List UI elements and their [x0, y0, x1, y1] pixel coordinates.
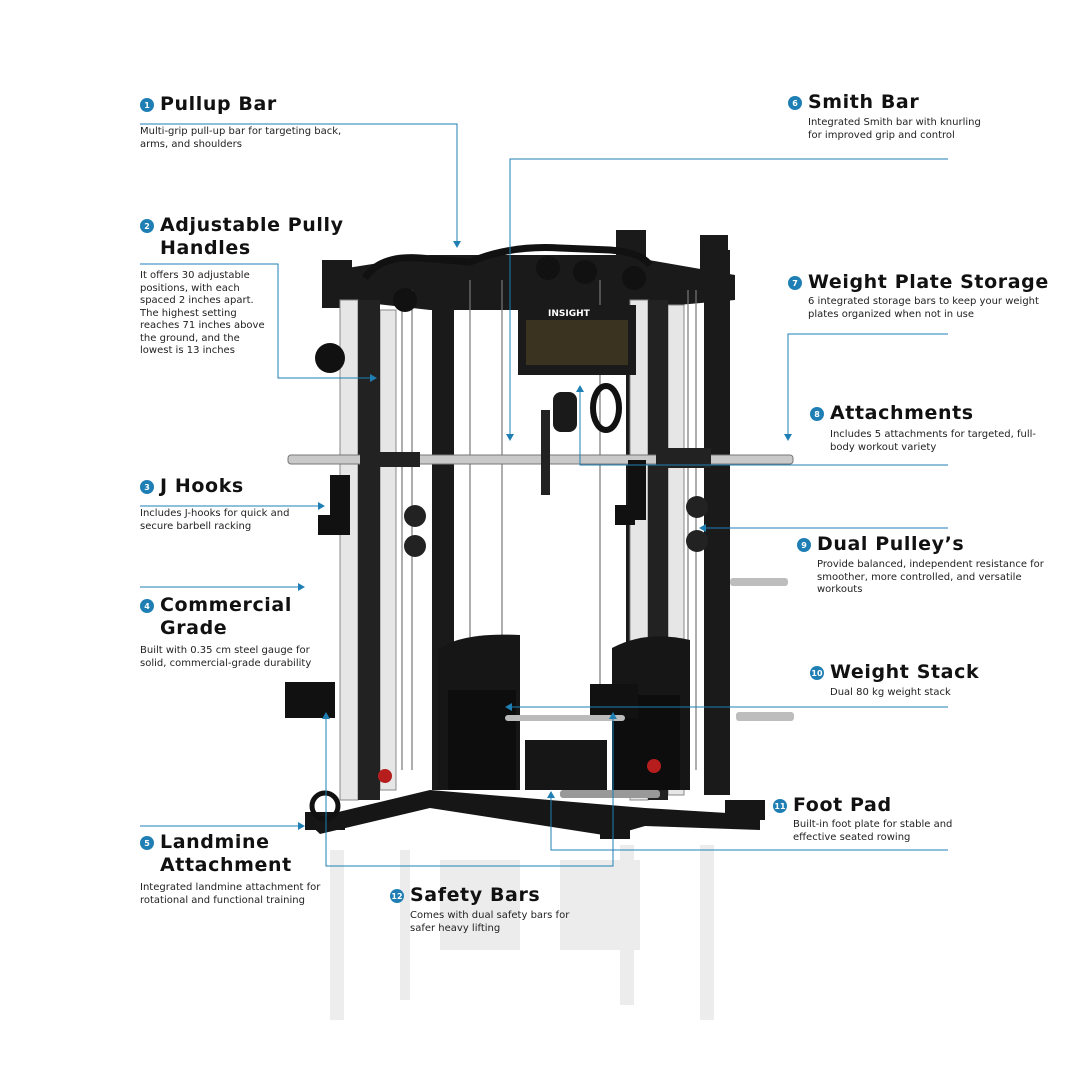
badge-2: 2 — [140, 219, 154, 233]
badge-11: 11 — [773, 799, 787, 813]
desc-attachments: Includes 5 attachments for targeted, ful… — [830, 429, 1037, 453]
callout-safety-bars: 12 Safety Bars Comes with dual safety bar… — [390, 884, 590, 935]
title-pully-handles: Adjustable Pully Handles — [160, 214, 344, 259]
title-commercial-grade: Commercial Grade — [160, 594, 292, 639]
attachment-tray — [518, 305, 636, 495]
desc-dual-pulleys: Provide balanced, independent resistance… — [817, 559, 1044, 595]
badge-3: 3 — [140, 480, 154, 494]
title-j-hooks: J Hooks — [160, 475, 244, 497]
weight-stack-shape — [438, 634, 690, 790]
desc-pully-handles: It offers 30 adjustable positions, with … — [140, 270, 265, 356]
desc-j-hooks: Includes J-hooks for quick and secure ba… — [140, 508, 290, 532]
badge-5: 5 — [140, 836, 154, 850]
callout-j-hooks: 3 J Hooks Includes J-hooks for quick and … — [140, 475, 320, 533]
title-attachments: Attachments — [830, 402, 974, 424]
title-landmine: Landmine Attachment — [160, 831, 292, 876]
desc-pullup-bar: Multi-grip pull-up bar for targeting bac… — [140, 126, 342, 150]
desc-smith-bar: Integrated Smith bar with knurling for i… — [808, 117, 981, 141]
desc-landmine: Integrated landmine attachment for rotat… — [140, 882, 321, 906]
title-dual-pulleys: Dual Pulley’s — [817, 533, 965, 555]
badge-9: 9 — [797, 538, 811, 552]
j-hooks-shape — [318, 460, 646, 535]
badge-10: 10 — [810, 666, 824, 680]
desc-weight-stack: Dual 80 kg weight stack — [830, 687, 951, 698]
badge-4: 4 — [140, 599, 154, 613]
callout-commercial-grade: 4 Commercial Grade Built with 0.35 cm ste… — [140, 594, 330, 670]
title-smith-bar: Smith Bar — [808, 91, 920, 113]
front-left-upright — [339, 299, 397, 801]
callout-pullup-bar: 1 Pullup Bar Multi-grip pull-up bar for t… — [140, 93, 360, 151]
badge-7: 7 — [788, 276, 802, 290]
leader-line-7 — [787, 333, 948, 436]
desc-commercial-grade: Built with 0.35 cm steel gauge for solid… — [140, 645, 312, 669]
badge-8: 8 — [810, 407, 824, 421]
badge-1: 1 — [140, 98, 154, 112]
brand-logo: INSIGHT — [548, 309, 591, 319]
title-pullup-bar: Pullup Bar — [160, 93, 277, 115]
leader-line-6 — [509, 158, 948, 437]
callout-dual-pulleys: 9 Dual Pulley’s Provide balanced, indepen… — [797, 533, 1057, 597]
title-safety-bars: Safety Bars — [410, 884, 541, 906]
badge-6: 6 — [788, 96, 802, 110]
callout-attachments: 8 Attachments Includes 5 attachments for … — [810, 402, 1040, 454]
callout-smith-bar: 6 Smith Bar Integrated Smith bar with knu… — [788, 91, 988, 142]
badge-12: 12 — [390, 889, 404, 903]
leader-line-2 — [140, 263, 372, 379]
callout-foot-pad: 11 Foot Pad Built-in foot plate for stabl… — [773, 794, 973, 844]
title-foot-pad: Foot Pad — [793, 794, 892, 816]
plate-storage-shape — [404, 496, 794, 721]
desc-foot-pad: Built-in foot plate for stable and effec… — [793, 819, 953, 843]
callout-landmine: 5 Landmine Attachment Integrated landmine… — [140, 831, 330, 907]
smith-bar-shape — [287, 448, 794, 468]
pullup-bar-shape — [362, 244, 653, 281]
callout-weight-stack: 10 Weight Stack Dual 80 kg weight stack — [810, 661, 1010, 700]
safety-bars-shape — [285, 682, 638, 721]
callout-plate-storage: 7 Weight Plate Storage 6 integrated stora… — [788, 271, 1058, 321]
leader-line-12 — [325, 717, 614, 867]
desc-safety-bars: Comes with dual safety bars for safer he… — [410, 910, 570, 934]
title-weight-stack: Weight Stack — [830, 661, 980, 683]
title-plate-storage: Weight Plate Storage — [808, 271, 1049, 293]
leader-line-8 — [579, 390, 948, 466]
pulleys — [315, 256, 646, 373]
desc-plate-storage: 6 integrated storage bars to keep your w… — [808, 296, 1039, 320]
floor-reflection — [330, 845, 714, 1020]
landmine-shape — [309, 759, 661, 822]
leader-line-1 — [140, 123, 458, 243]
leader-line-11 — [550, 796, 948, 851]
callout-pully-handles: 2 Adjustable Pully Handles It offers 30 a… — [140, 214, 355, 358]
